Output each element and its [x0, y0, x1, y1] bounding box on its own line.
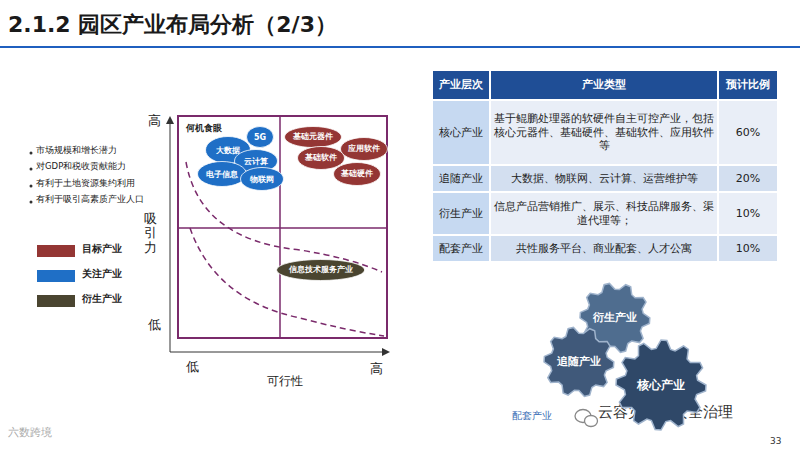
- industry-bubble: 电子信息: [197, 161, 247, 187]
- node-text: 核心产业: [637, 377, 685, 394]
- node-outline: [298, 147, 345, 170]
- node-outline: [334, 163, 381, 186]
- table-cell: 配套产业: [432, 235, 490, 262]
- table-cell: 共性服务平台、商业配套、人才公寓: [490, 235, 718, 262]
- node-text: 信息技术服务产业: [289, 265, 353, 275]
- axis-arrow: [166, 116, 174, 124]
- industry-bubble: 基础元器件: [284, 126, 342, 148]
- node-text: 基础元器件: [293, 132, 333, 142]
- text-label: 市场规模和增长潜力: [36, 146, 176, 156]
- node-outline: [341, 138, 388, 161]
- node-outline: [247, 127, 274, 148]
- node-outline: [277, 260, 365, 281]
- axis-arrow: [382, 348, 390, 356]
- text-label: 低: [144, 318, 164, 333]
- industry-bubble: 应用软件: [340, 137, 388, 161]
- table-cell: 10%: [718, 192, 778, 235]
- node-outline: [285, 127, 342, 148]
- dashed-curve: [190, 228, 384, 336]
- text-label: 何机食眼: [186, 124, 246, 134]
- x-axis: [170, 352, 384, 353]
- industry-bubble: 物联网: [240, 167, 284, 191]
- text-label: 有利于吸引高素质产业人口: [36, 195, 166, 205]
- slide-title: 2.1.2 园区产业布局分析（2/3）: [8, 12, 337, 37]
- legend-swatch: [37, 270, 75, 282]
- legend-text: 衍生产业: [82, 294, 122, 305]
- text-label: 33: [770, 436, 794, 446]
- wechat-icon: [575, 410, 598, 427]
- y-axis: [170, 122, 171, 352]
- table-cell: 预计比例: [718, 70, 778, 100]
- matrix-divider: [178, 227, 387, 229]
- table-cell: 产业层次: [432, 70, 490, 100]
- axis-title: 吸引力: [144, 212, 157, 255]
- text-label: 可行性: [250, 375, 320, 389]
- matrix-divider: [279, 116, 281, 338]
- node-text: 大数据: [216, 145, 240, 156]
- node-outline: [241, 168, 284, 191]
- node-text: 基础软件: [305, 153, 337, 163]
- table-cell: 10%: [718, 235, 778, 262]
- table-cell: 大数据、物联网、云计算、运营维护等: [490, 165, 718, 192]
- node-text: 5G: [254, 133, 266, 142]
- industry-bubble: 基础软件: [297, 146, 345, 170]
- text-label: 低: [180, 360, 204, 375]
- table-cell: 核心产业: [432, 100, 490, 165]
- node-outline: [616, 340, 706, 430]
- industry-bubble: 基础硬件: [333, 162, 381, 186]
- node-text: 物联网: [250, 174, 274, 185]
- node-text: 追随产业: [557, 354, 601, 369]
- legend-swatch: [37, 245, 75, 257]
- text-label: 对GDP和税收贡献能力: [36, 162, 176, 172]
- text-label: 高: [364, 362, 388, 377]
- title-rule: [0, 46, 800, 48]
- bullets: [30, 152, 33, 204]
- dashed-curve: [186, 162, 382, 272]
- text-label: 配套产业: [512, 410, 582, 422]
- node-text: 应用软件: [348, 144, 380, 154]
- table-cell: 追随产业: [432, 165, 490, 192]
- node-outline: [544, 327, 614, 396]
- table-cell: 基于鲲鹏处理器的软硬件自主可控产业，包括核心元器件、基础硬件、基础软件、应用软件…: [490, 100, 718, 165]
- node-text: 云计算: [244, 156, 268, 167]
- industry-bubble: 信息技术服务产业: [276, 259, 365, 281]
- table-cell: 20%: [718, 165, 778, 192]
- node-outline: [198, 162, 247, 187]
- table-cell: 60%: [718, 100, 778, 165]
- node-text: 衍生产业: [593, 310, 637, 325]
- text-label: 高: [144, 114, 164, 129]
- industry-bubble: 5G: [246, 126, 274, 148]
- gear-node: 追随产业: [543, 326, 615, 398]
- matrix-frame: [178, 116, 387, 338]
- table-cell: 产业类型: [490, 70, 718, 100]
- table-cell: 信息产品营销推广、展示、科技品牌服务、渠道代理等；: [490, 192, 718, 235]
- gear-node: 核心产业: [615, 339, 707, 431]
- text-label: 有利于土地资源集约利用: [36, 179, 176, 189]
- node-text: 电子信息: [206, 169, 238, 180]
- node-text: 基础硬件: [341, 169, 373, 179]
- legend-text: 目标产业: [82, 244, 122, 255]
- legend-text: 关注产业: [82, 269, 122, 280]
- legend-swatch: [37, 295, 75, 307]
- table-cell: 衍生产业: [432, 192, 490, 235]
- text-label: 六数跨境: [8, 427, 128, 440]
